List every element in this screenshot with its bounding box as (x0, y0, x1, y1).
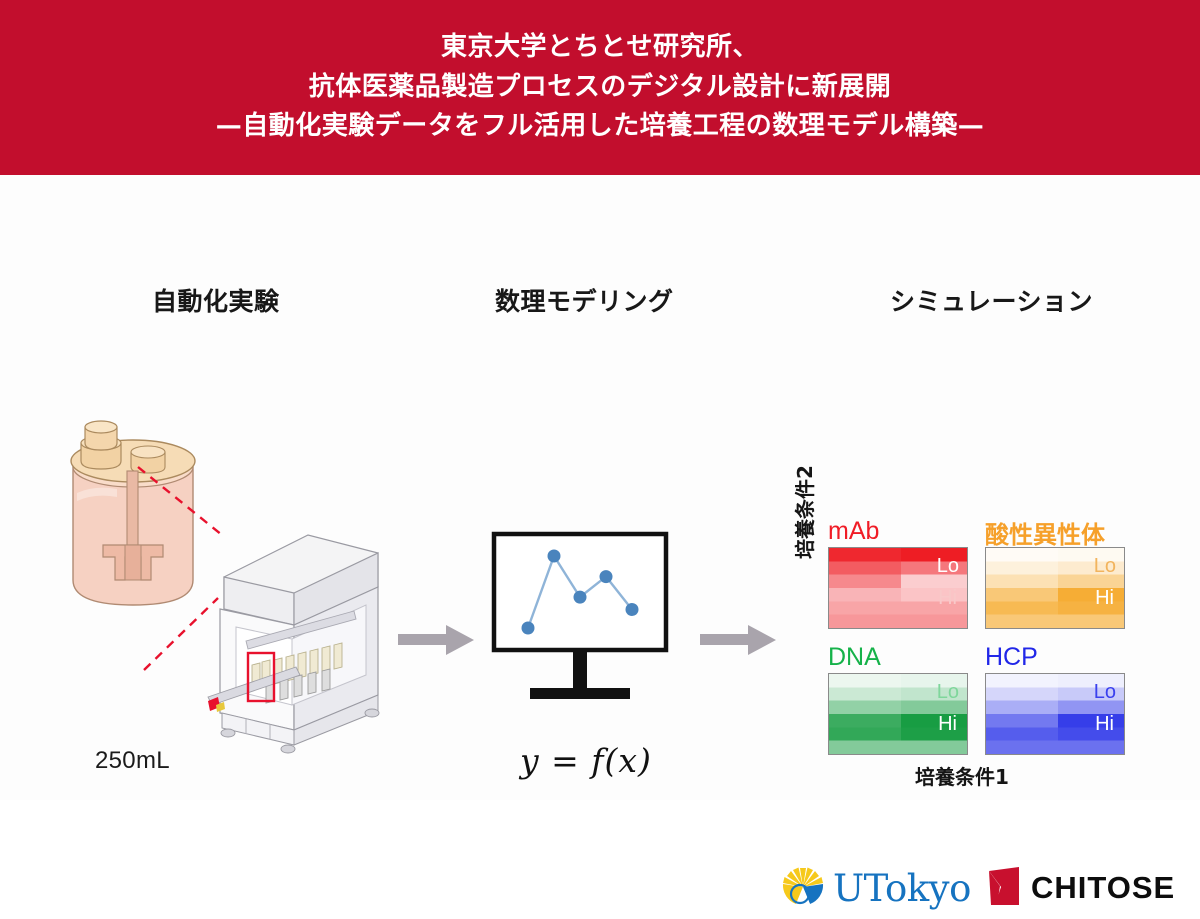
panel-title-modeling: 数理モデリング (495, 287, 674, 316)
heatmap-label-acidic-isomer: 酸性異性体 (985, 521, 1105, 549)
automation-cabinet-illustration (196, 515, 388, 760)
heatmap-tag-hi-acidic-isomer: Hi (1095, 587, 1114, 609)
axis-label-y: 培養条件2 (793, 465, 817, 559)
heatmap-tag-hi-dna: Hi (938, 713, 957, 735)
logo-row: UTokyo CHITOSE (780, 863, 1174, 919)
dashed-connector-lines (137, 466, 223, 671)
heatmap-tag-hi-mab: Hi (938, 587, 957, 609)
header-banner: 東京大学とちとせ研究所、 抗体医薬品製造プロセスのデジタル設計に新展開 —自動化… (0, 0, 1200, 175)
heatmap-tag-hi-hcp: Hi (1095, 713, 1114, 735)
heatmap-label-dna: DNA (828, 643, 881, 671)
heatmap-box-acidic-isomer: Lo Hi (985, 547, 1125, 629)
panel-title-simulation: シミュレーション (890, 287, 1094, 316)
vessel-volume-label: 250mL (95, 747, 170, 774)
formula-y-equals-f-of-x: y = f(x) (520, 741, 652, 780)
utokyo-wordmark: UTokyo (833, 866, 971, 910)
banner-line-1: 東京大学とちとせ研究所、 (440, 32, 759, 63)
heatmap-acidic-isomer: 酸性異性体 Lo Hi (985, 521, 1125, 629)
chart-data-point (521, 621, 535, 635)
ginkgo-leaf-emblem-icon (782, 867, 824, 906)
heatmap-box-dna: Lo Hi (828, 673, 968, 755)
heatmap-tag-lo-mab: Lo (936, 555, 959, 577)
heatmap-tag-lo-acidic-isomer: Lo (1093, 555, 1116, 577)
diagram-stage: 自動化実験 数理モデリング シミュレーション 250mL (0, 175, 1200, 907)
chart-data-point (573, 590, 587, 604)
heatmap-hcp: HCP Lo Hi (985, 643, 1125, 755)
heatmap-mab: mAb Lo Hi (828, 517, 968, 629)
heatmap-tag-lo-hcp: Lo (1093, 681, 1116, 703)
utokyo-logo: UTokyo (780, 865, 971, 911)
heatmap-label-mab: mAb (828, 517, 880, 545)
heatmap-gradient-right-mab (900, 548, 967, 628)
chart-data-point (599, 570, 613, 584)
arrow-automation-to-modeling (398, 625, 474, 655)
bioreactor-vessel-illustration (55, 405, 245, 620)
simulation-heatmap-grid: 培養条件2 培養条件1 mAb Lo Hi 酸性異性体 Lo Hi DNA (793, 465, 1145, 795)
chart-data-point (625, 603, 639, 616)
banner-line-3: —自動化実験データをフル活用した培養工程の数理モデル構築— (215, 111, 985, 142)
arrow-modeling-to-simulation (700, 625, 776, 655)
panel-title-automation: 自動化実験 (152, 287, 280, 316)
chitose-wordmark: CHITOSE (1031, 869, 1176, 905)
heatmap-gradient-right-dna (900, 674, 967, 754)
chart-data-point (547, 549, 561, 563)
banner-line-2: 抗体医薬品製造プロセスのデジタル設計に新展開 (308, 71, 892, 102)
heatmap-tag-lo-dna: Lo (936, 681, 959, 703)
heatmap-label-hcp: HCP (985, 643, 1038, 671)
chitose-logo: CHITOSE (985, 865, 1175, 909)
heatmap-box-hcp: Lo Hi (985, 673, 1125, 755)
heatmap-dna: DNA Lo Hi (828, 643, 968, 755)
monitor-illustration (490, 530, 690, 720)
heatmap-box-mab: Lo Hi (828, 547, 968, 629)
axis-label-x: 培養条件1 (915, 765, 1009, 789)
red-flag-mark-icon (989, 867, 1019, 905)
heatmap-gradient-right-acidic-isomer (1057, 548, 1124, 628)
heatmap-gradient-right-hcp (1057, 674, 1124, 754)
